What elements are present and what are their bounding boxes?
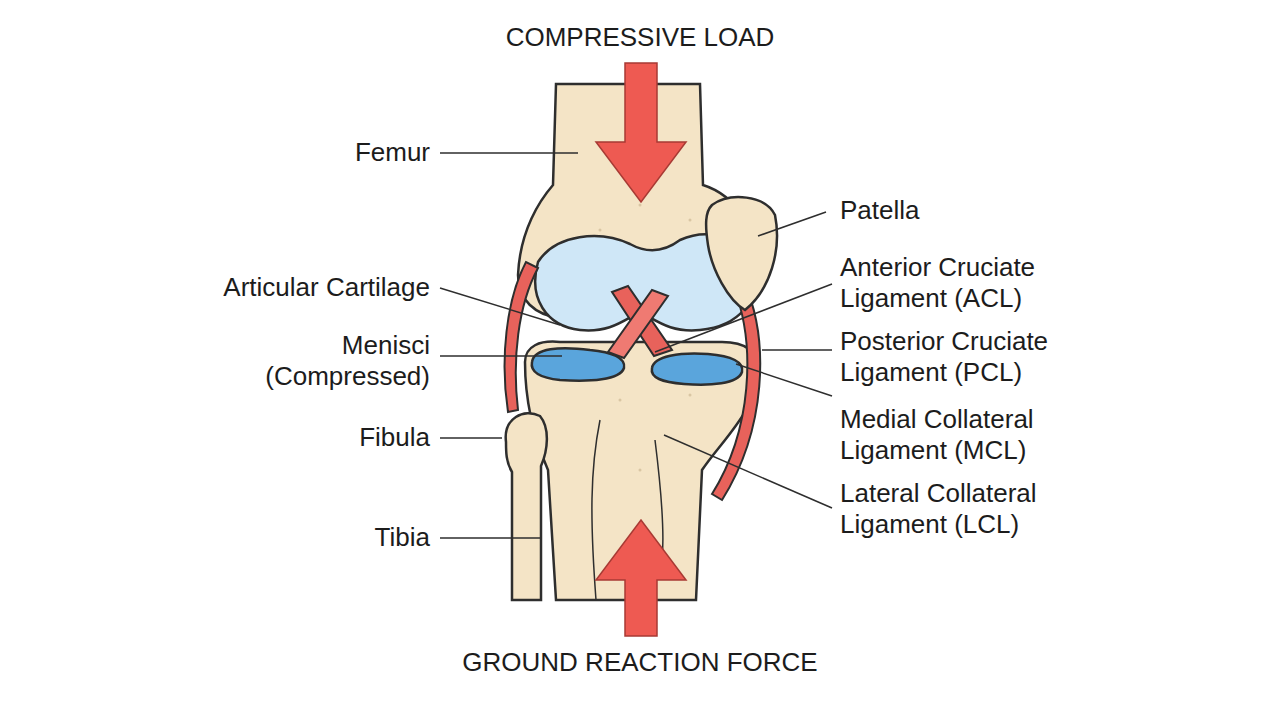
part-label: Fibula [230,422,430,453]
force-label: GROUND REACTION FORCE [340,647,940,678]
part-label: Tibia [230,522,430,553]
collateral-ligament [505,262,538,412]
leader-line [440,288,560,325]
part-label: Femur [230,137,430,168]
leader-line [762,349,832,351]
force-arrow [596,520,686,636]
leader-line [440,437,502,439]
leader-line [655,284,832,352]
leader-line [440,537,540,539]
fibula-bone [506,413,547,600]
part-label: Medial Collateral Ligament (MCL) [840,404,1080,466]
part-label: Anterior Cruciate Ligament (ACL) [840,252,1080,314]
part-label: Posterior Cruciate Ligament (PCL) [840,326,1080,388]
meniscus [652,354,742,385]
part-label: Patella [840,195,1080,226]
force-label: COMPRESSIVE LOAD [390,22,890,53]
leader-line [440,355,562,357]
leader-lines [440,153,832,538]
cruciate-ligament [608,290,668,358]
leader-line [736,364,832,396]
leader-line [440,152,578,154]
part-label: Lateral Collateral Ligament (LCL) [840,478,1080,540]
leader-line [758,212,826,236]
part-label: Menisci (Compressed) [245,330,430,392]
leader-line [664,435,832,508]
patella-bone [706,197,777,310]
force-arrow [596,63,686,202]
part-label: Articular Cartilage [130,272,430,303]
